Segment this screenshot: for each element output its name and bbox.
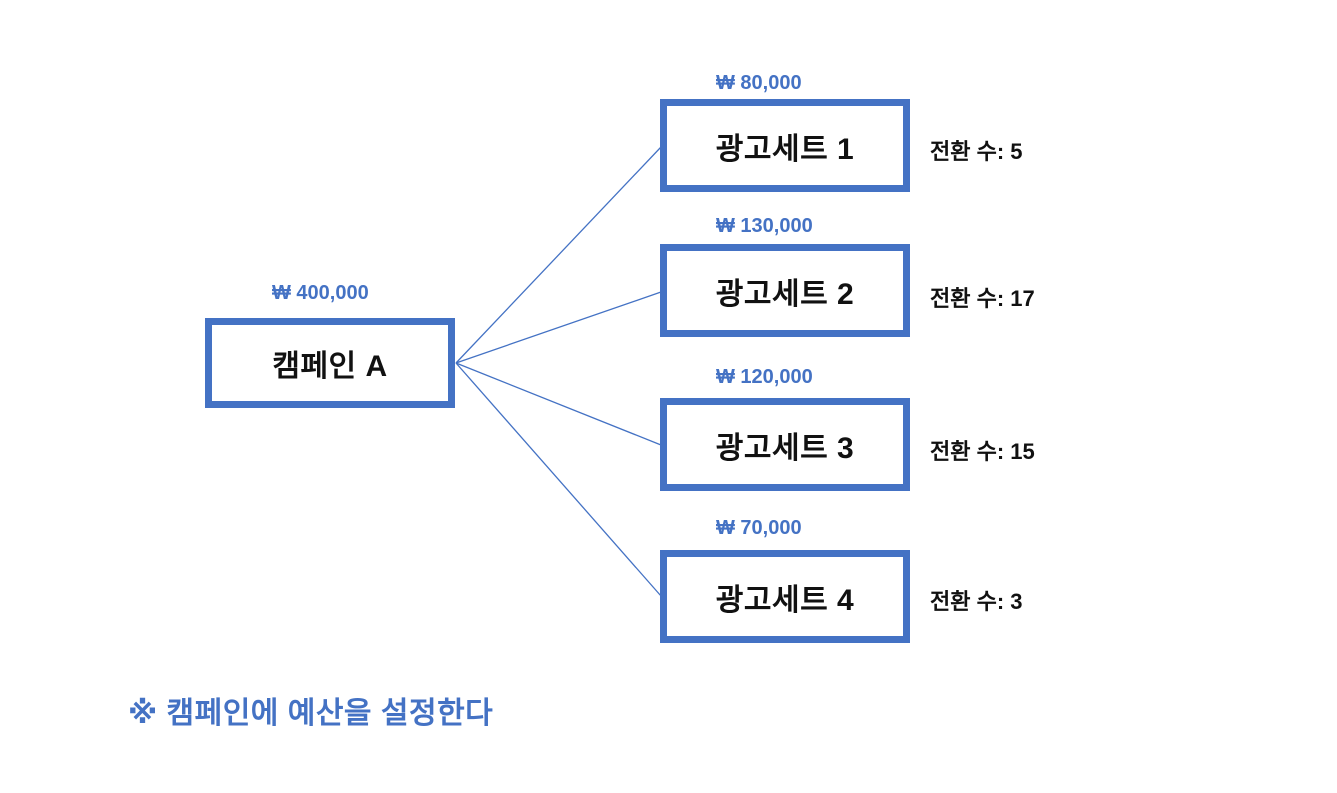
campaign-node-label: 캠페인 A [272, 350, 388, 383]
campaign-node: 캠페인 A [205, 318, 455, 408]
adset-3-node: 광고세트 3 [660, 398, 910, 491]
connector-line-adset-4 [455, 362, 662, 597]
adset-3-budget-label: ₩ 120,000 [716, 366, 813, 388]
adset-1-budget-label: ₩ 80,000 [716, 72, 802, 94]
adset-4-node: 광고세트 4 [660, 550, 910, 643]
adset-2-node-label: 광고세트 2 [715, 277, 855, 311]
adset-4-node-label: 광고세트 4 [715, 583, 855, 617]
adset-2-node: 광고세트 2 [660, 244, 910, 337]
adset-2-conversions-label: 전환 수: 17 [930, 286, 1035, 311]
adset-3-conversions-label: 전환 수: 15 [930, 439, 1035, 464]
adset-3-node-label: 광고세트 3 [715, 431, 855, 465]
adset-2-budget-label: ₩ 130,000 [716, 215, 813, 237]
adset-4-conversions-label: 전환 수: 3 [930, 589, 1023, 614]
budget-footnote: ※ 캠페인에 예산을 설정한다 [128, 697, 494, 730]
connector-line-adset-2 [455, 291, 662, 364]
adset-1-conversions-label: 전환 수: 5 [930, 139, 1023, 164]
adset-1-node: 광고세트 1 [660, 99, 910, 192]
adset-1-node-label: 광고세트 1 [715, 132, 855, 166]
campaign-budget-label: ₩ 400,000 [272, 282, 369, 304]
connector-line-adset-1 [455, 146, 662, 364]
connector-line-adset-3 [455, 362, 662, 446]
adset-4-budget-label: ₩ 70,000 [716, 517, 802, 539]
